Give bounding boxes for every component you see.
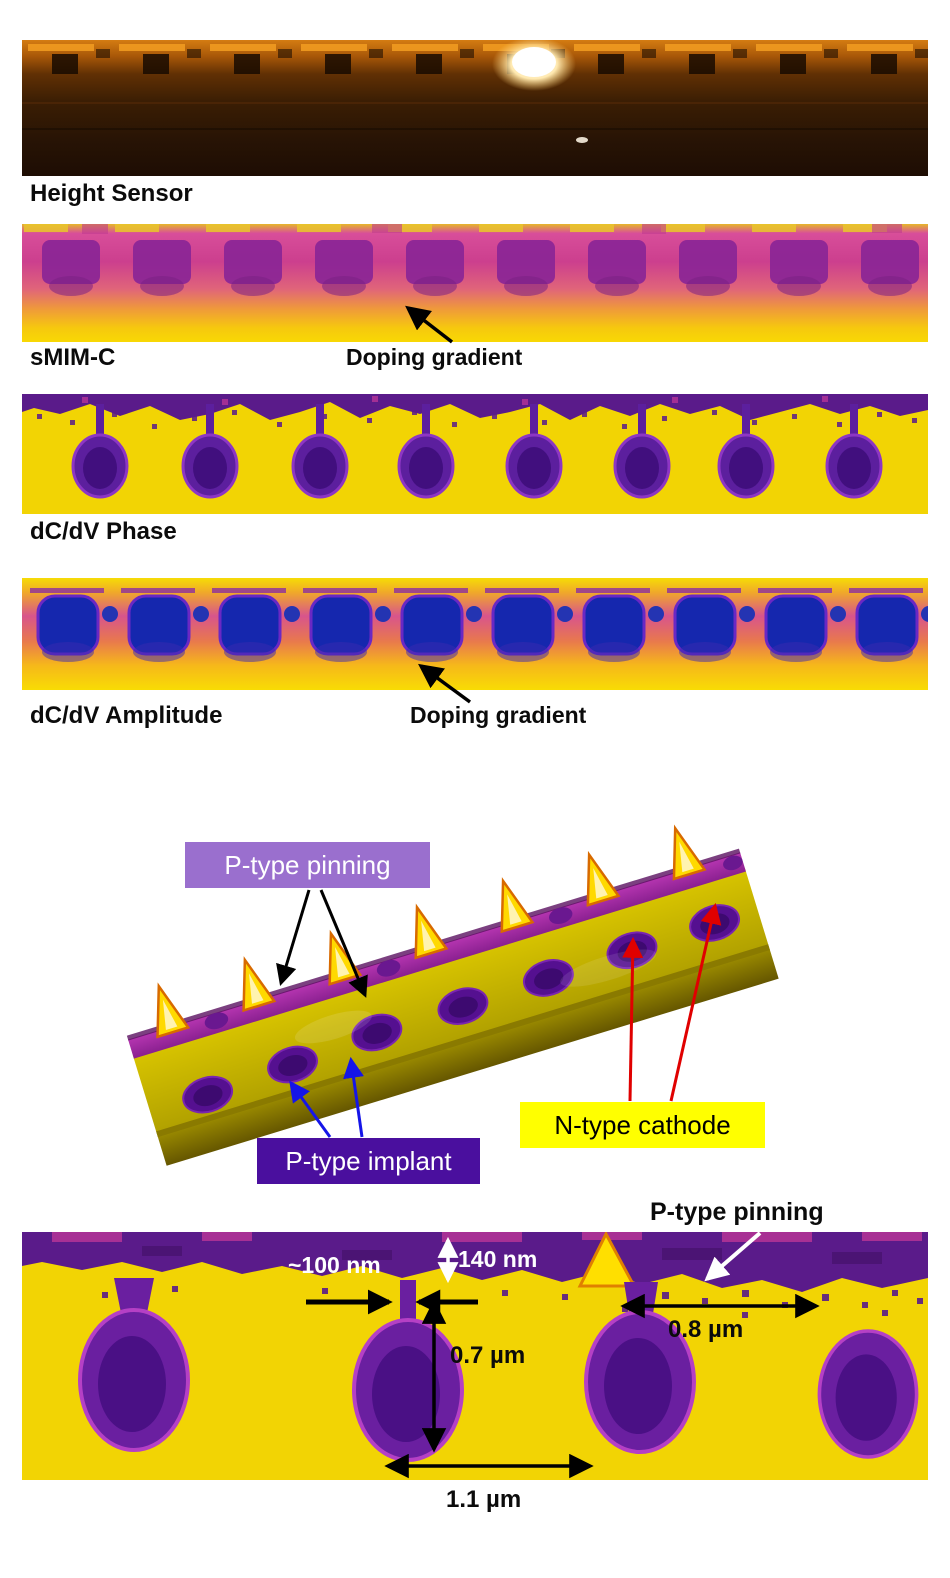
- dcdv-amplitude-image: [22, 578, 928, 690]
- doping-gradient-annotation-amplitude: Doping gradient: [410, 702, 587, 728]
- dcdv-amplitude-label: dC/dV Amplitude: [30, 702, 223, 729]
- smim-c-label: sMIM-C: [30, 344, 116, 371]
- height-sensor-image: [22, 40, 928, 176]
- dcdv-phase-image: [22, 394, 928, 514]
- zoomed-phase-image: [22, 1232, 928, 1480]
- 3d-render-image: [90, 800, 860, 1200]
- neck-width-measurement: ~100 nm: [288, 1252, 381, 1278]
- implant-pitch-measurement: 1.1 µm: [446, 1486, 522, 1513]
- p-type-pinning-tag: P-type pinning: [185, 842, 430, 888]
- height-sensor-label: Height Sensor: [30, 180, 193, 207]
- doping-gradient-annotation-smim: Doping gradient: [346, 344, 523, 370]
- dcdv-phase-label: dC/dV Phase: [30, 518, 177, 545]
- implant-gap-measurement: 0.8 µm: [668, 1316, 744, 1343]
- n-type-cathode-tag: N-type cathode: [520, 1102, 765, 1148]
- p-type-pinning-bottom-label: P-type pinning: [650, 1198, 824, 1226]
- p-type-implant-tag: P-type implant: [257, 1138, 480, 1184]
- smim-c-image: [22, 224, 928, 342]
- pinning-depth-measurement: 140 nm: [458, 1246, 538, 1272]
- implant-depth-measurement: 0.7 µm: [450, 1342, 526, 1369]
